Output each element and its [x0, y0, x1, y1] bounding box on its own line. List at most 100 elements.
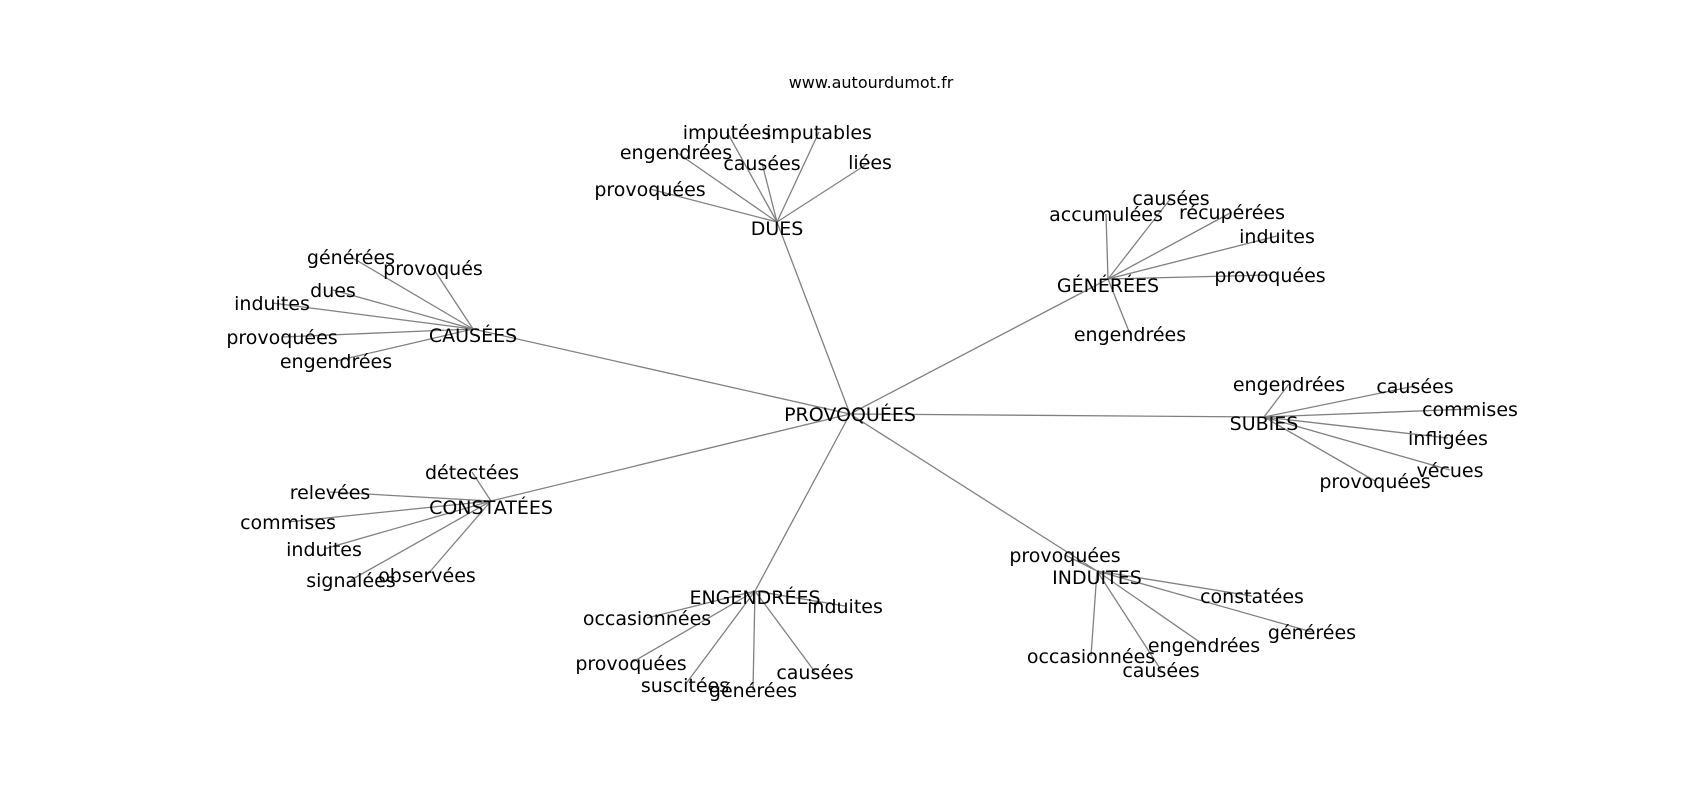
edge-hub-2-leaf-4 [281, 328, 474, 338]
leaf-node[interactable]: dues [310, 280, 356, 302]
leaf-node[interactable]: induites [807, 596, 883, 618]
leaf-node[interactable]: occasionnées [583, 608, 711, 630]
leaf-node[interactable]: provoquées [575, 653, 686, 675]
leaf-node[interactable]: générées [1268, 622, 1356, 644]
edge-hub-5-leaf-4 [752, 590, 756, 691]
hub-node[interactable]: CAUSÉES [429, 324, 517, 347]
hub-node[interactable]: ENGENDRÉES [689, 586, 820, 609]
leaf-node[interactable]: induites [234, 293, 310, 315]
leaf-node[interactable]: infligées [1408, 428, 1488, 450]
hub-node[interactable]: CONSTATÉES [429, 496, 553, 519]
edge-center-4 [490, 413, 851, 502]
leaf-node[interactable]: imputées [683, 122, 772, 144]
leaf-node[interactable]: provoquées [226, 327, 337, 349]
edge-hub-1-leaf-1 [1105, 213, 1109, 280]
leaf-node[interactable]: générées [307, 247, 395, 269]
edge-hub-6-leaf-1 [1096, 570, 1253, 597]
leaf-node[interactable]: causées [1122, 660, 1199, 682]
hub-node[interactable]: DUES [751, 218, 804, 240]
center-node[interactable]: PROVOQUÉES [784, 403, 916, 426]
leaf-node[interactable]: provoquées [1214, 265, 1325, 287]
leaf-node[interactable]: engendrées [280, 351, 392, 373]
leaf-node[interactable]: liées [848, 152, 892, 174]
edge-hub-2-leaf-0 [350, 256, 474, 330]
leaf-node[interactable]: observées [378, 565, 476, 587]
edge-hub-3-leaf-4 [1263, 416, 1451, 471]
edge-hub-6-leaf-5 [1096, 570, 1162, 671]
edge-hub-2-leaf-1 [432, 267, 474, 330]
edge-hub-5-leaf-1 [754, 590, 846, 607]
leaf-node[interactable]: constatées [1200, 586, 1304, 608]
leaf-node[interactable]: accumulées [1049, 204, 1163, 226]
edge-hub-3-leaf-3 [1263, 416, 1449, 439]
edge-hub-1-leaf-0 [1107, 197, 1172, 280]
edge-hub-6-leaf-3 [1096, 570, 1205, 646]
leaf-node[interactable]: causées [723, 153, 800, 175]
leaf-node[interactable]: imputables [766, 122, 872, 144]
edge-hub-5-leaf-5 [754, 590, 816, 673]
edge-center-1 [849, 278, 1109, 415]
leaf-node[interactable]: provoqués [383, 258, 483, 280]
edge-hub-4-leaf-2 [287, 500, 492, 523]
leaf-node[interactable]: générées [709, 680, 797, 702]
edge-hub-1-leaf-4 [1107, 274, 1271, 280]
edge-hub-0-leaf-4 [776, 161, 871, 223]
edge-hub-1-leaf-3 [1107, 235, 1278, 280]
leaf-node[interactable]: engendrées [1148, 635, 1260, 657]
leaf-node[interactable]: suscitées [641, 675, 729, 697]
edge-hub-6-leaf-4 [1090, 570, 1098, 657]
leaf-node[interactable]: induites [1239, 226, 1315, 248]
leaf-node[interactable]: provoquées [1009, 545, 1120, 567]
edge-hub-4-leaf-4 [350, 500, 492, 581]
leaf-node[interactable]: provoquées [1319, 471, 1430, 493]
edge-hub-3-leaf-0 [1263, 383, 1290, 418]
leaf-node[interactable]: occasionnées [1027, 646, 1155, 668]
leaf-node[interactable]: provoquées [594, 179, 705, 201]
edge-hub-1-leaf-2 [1107, 211, 1233, 280]
leaf-node[interactable]: engendrées [1074, 324, 1186, 346]
leaf-node[interactable]: détectées [425, 462, 519, 484]
leaf-node[interactable]: causées [1376, 376, 1453, 398]
hub-node[interactable]: GÉNÉRÉES [1057, 274, 1159, 297]
edge-hub-4-leaf-0 [471, 471, 492, 502]
edge-hub-0-leaf-3 [761, 162, 778, 223]
edge-center-6 [849, 413, 1098, 572]
edge-hub-4-leaf-1 [329, 491, 492, 502]
leaf-node[interactable]: récupérées [1179, 202, 1285, 224]
edge-center-5 [754, 413, 851, 592]
edge-hub-4-leaf-5 [426, 500, 492, 576]
leaf-node[interactable]: commises [1422, 399, 1518, 421]
hub-node[interactable]: INDUITES [1052, 567, 1142, 589]
graph-edges [271, 131, 1471, 691]
edge-hub-5-leaf-3 [684, 590, 756, 686]
edge-hub-6-leaf-0 [1064, 554, 1098, 572]
edge-hub-0-leaf-5 [649, 188, 778, 223]
leaf-node[interactable]: engendrées [620, 142, 732, 164]
leaf-node[interactable]: commises [240, 512, 336, 534]
leaf-node[interactable]: causées [1132, 188, 1209, 210]
edge-hub-6-leaf-2 [1096, 570, 1313, 633]
leaf-node[interactable]: causées [776, 662, 853, 684]
edge-hub-5-leaf-2 [630, 590, 756, 664]
leaf-node[interactable]: relevées [290, 482, 371, 504]
edge-hub-2-leaf-3 [271, 302, 474, 330]
leaf-node[interactable]: signalées [306, 570, 395, 592]
edge-hub-3-leaf-5 [1263, 416, 1376, 482]
edge-hub-0-leaf-2 [675, 151, 778, 223]
edge-hub-1-leaf-5 [1107, 278, 1131, 335]
leaf-node[interactable]: induites [286, 539, 362, 561]
hub-node[interactable]: SUBIES [1230, 413, 1299, 435]
leaf-node[interactable]: engendrées [1233, 374, 1345, 396]
edge-center-0 [776, 221, 851, 415]
site-caption: www.autourdumot.fr [789, 73, 954, 92]
edge-hub-2-leaf-2 [332, 289, 474, 330]
edge-hub-3-leaf-2 [1263, 408, 1471, 418]
graph-labels: www.autourdumot.fr PROVOQUÉES DUES imputé… [226, 73, 1518, 702]
edge-hub-0-leaf-1 [776, 131, 820, 223]
edge-hub-2-leaf-5 [335, 328, 474, 362]
leaf-node[interactable]: vécues [1416, 460, 1483, 482]
edge-hub-0-leaf-0 [726, 131, 778, 223]
edge-hub-4-leaf-3 [323, 500, 492, 550]
edge-center-3 [849, 413, 1265, 418]
